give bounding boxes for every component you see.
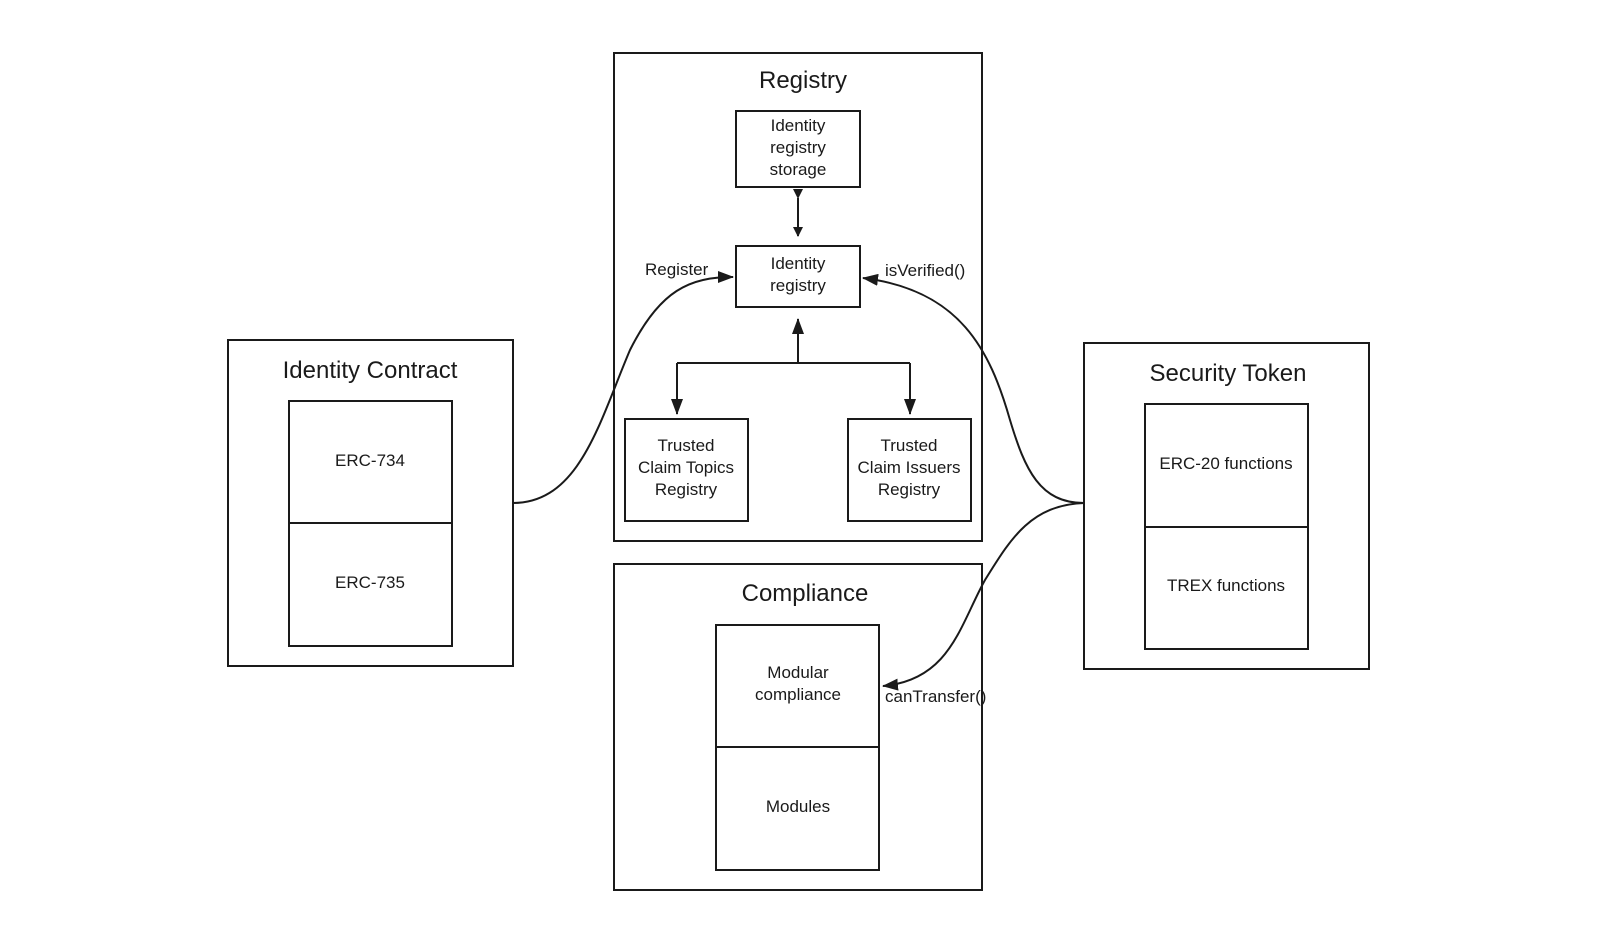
- registry-title: Registry: [759, 67, 847, 94]
- identity-contract-group: Identity Contract ERC-734 ERC-735: [227, 339, 514, 667]
- trex-functions-label: TREX functions: [1167, 576, 1285, 595]
- identity-registry-box: [735, 245, 861, 308]
- topics-line-2: Claim Topics: [638, 458, 734, 477]
- identity-registry-line-1: Identity: [771, 254, 826, 273]
- modular-line-1: Modular: [767, 663, 829, 682]
- modules-label: Modules: [766, 797, 830, 816]
- security-token-group: Security Token ERC-20 functions TREX fun…: [1083, 342, 1370, 670]
- compliance-group: Compliance Modular compliance Modules: [613, 563, 983, 891]
- is-verified-edge: [862, 273, 1085, 504]
- trusted-claim-issuers-registry-box: [847, 418, 972, 522]
- security-token-title: Security Token: [1150, 360, 1307, 387]
- erc-734-label: ERC-734: [335, 451, 405, 470]
- modular-line-2: compliance: [755, 685, 841, 704]
- topics-line-3: Registry: [655, 480, 718, 499]
- is-verified-label: isVerified(): [885, 261, 965, 280]
- can-transfer-label: canTransfer(): [885, 687, 986, 706]
- issuers-line-3: Registry: [878, 480, 941, 499]
- compliance-title: Compliance: [742, 580, 869, 607]
- can-transfer-edge: [882, 502, 1085, 691]
- topics-line-1: Trusted: [657, 436, 714, 455]
- storage-line-1: Identity: [771, 116, 826, 135]
- erc-735-label: ERC-735: [335, 573, 405, 592]
- erc-20-functions-label: ERC-20 functions: [1159, 454, 1292, 473]
- issuers-line-2: Claim Issuers: [858, 458, 961, 477]
- registry-group: Registry Identity registry storage Ident…: [613, 52, 983, 542]
- issuers-line-1: Trusted: [880, 436, 937, 455]
- identity-contract-title: Identity Contract: [283, 357, 458, 384]
- trusted-claim-topics-registry-box: [624, 418, 749, 522]
- register-edge: [512, 271, 734, 504]
- storage-line-2: registry: [770, 138, 826, 157]
- storage-line-3: storage: [770, 160, 827, 179]
- register-label: Register: [645, 260, 709, 279]
- identity-registry-line-2: registry: [770, 276, 826, 295]
- identity-registry-storage-box: [735, 110, 861, 188]
